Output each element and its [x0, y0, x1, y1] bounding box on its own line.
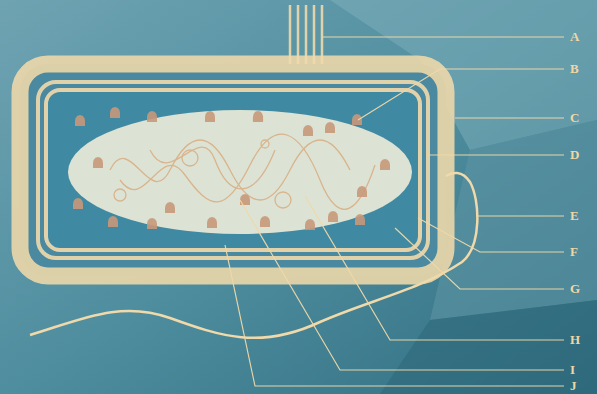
ribosome	[147, 111, 157, 122]
ribosome	[355, 214, 365, 225]
ribosome	[253, 111, 263, 122]
ribosome	[73, 198, 83, 209]
ribosome	[357, 186, 367, 197]
ribosome	[207, 217, 217, 228]
plasmid	[182, 150, 198, 166]
dna-strand	[110, 140, 350, 200]
dna-strands	[110, 134, 375, 209]
flagellum	[30, 173, 477, 338]
callout-letter: B	[570, 61, 579, 77]
ribosome	[260, 216, 270, 227]
nucleoid	[68, 110, 412, 234]
capsule-interior	[20, 64, 446, 276]
ribosome	[303, 125, 313, 136]
leader-lines	[225, 37, 564, 386]
plasmid	[261, 140, 269, 148]
callout-letter: C	[570, 110, 579, 126]
ribosome	[325, 122, 335, 133]
ribosome	[305, 219, 315, 230]
callout-letter: H	[570, 332, 580, 348]
capsule	[20, 64, 446, 276]
paper-fold	[430, 120, 597, 320]
ribosome	[108, 216, 118, 227]
callout-letter: A	[570, 29, 579, 45]
ribosome	[352, 114, 362, 125]
callout-letter: D	[570, 147, 579, 163]
ribosome	[165, 202, 175, 213]
plasmid	[114, 189, 126, 201]
ribosome	[147, 218, 157, 229]
callout-letter: I	[570, 362, 575, 378]
paper-fold	[380, 300, 597, 394]
ribosome	[110, 107, 120, 118]
dna-strand	[150, 147, 275, 189]
ribosomes	[73, 107, 390, 230]
plasmid	[275, 192, 291, 208]
ribosome	[328, 211, 338, 222]
ribosome	[93, 157, 103, 168]
ribosome	[380, 159, 390, 170]
cell-wall	[38, 82, 428, 258]
callout-letter: J	[570, 378, 577, 394]
callout-letter: E	[570, 208, 579, 224]
dna-strand	[120, 134, 375, 209]
ribosome	[205, 111, 215, 122]
callout-letter: F	[570, 244, 578, 260]
ribosome	[75, 115, 85, 126]
callout-letter: G	[570, 281, 580, 297]
cell-membrane	[46, 90, 420, 250]
